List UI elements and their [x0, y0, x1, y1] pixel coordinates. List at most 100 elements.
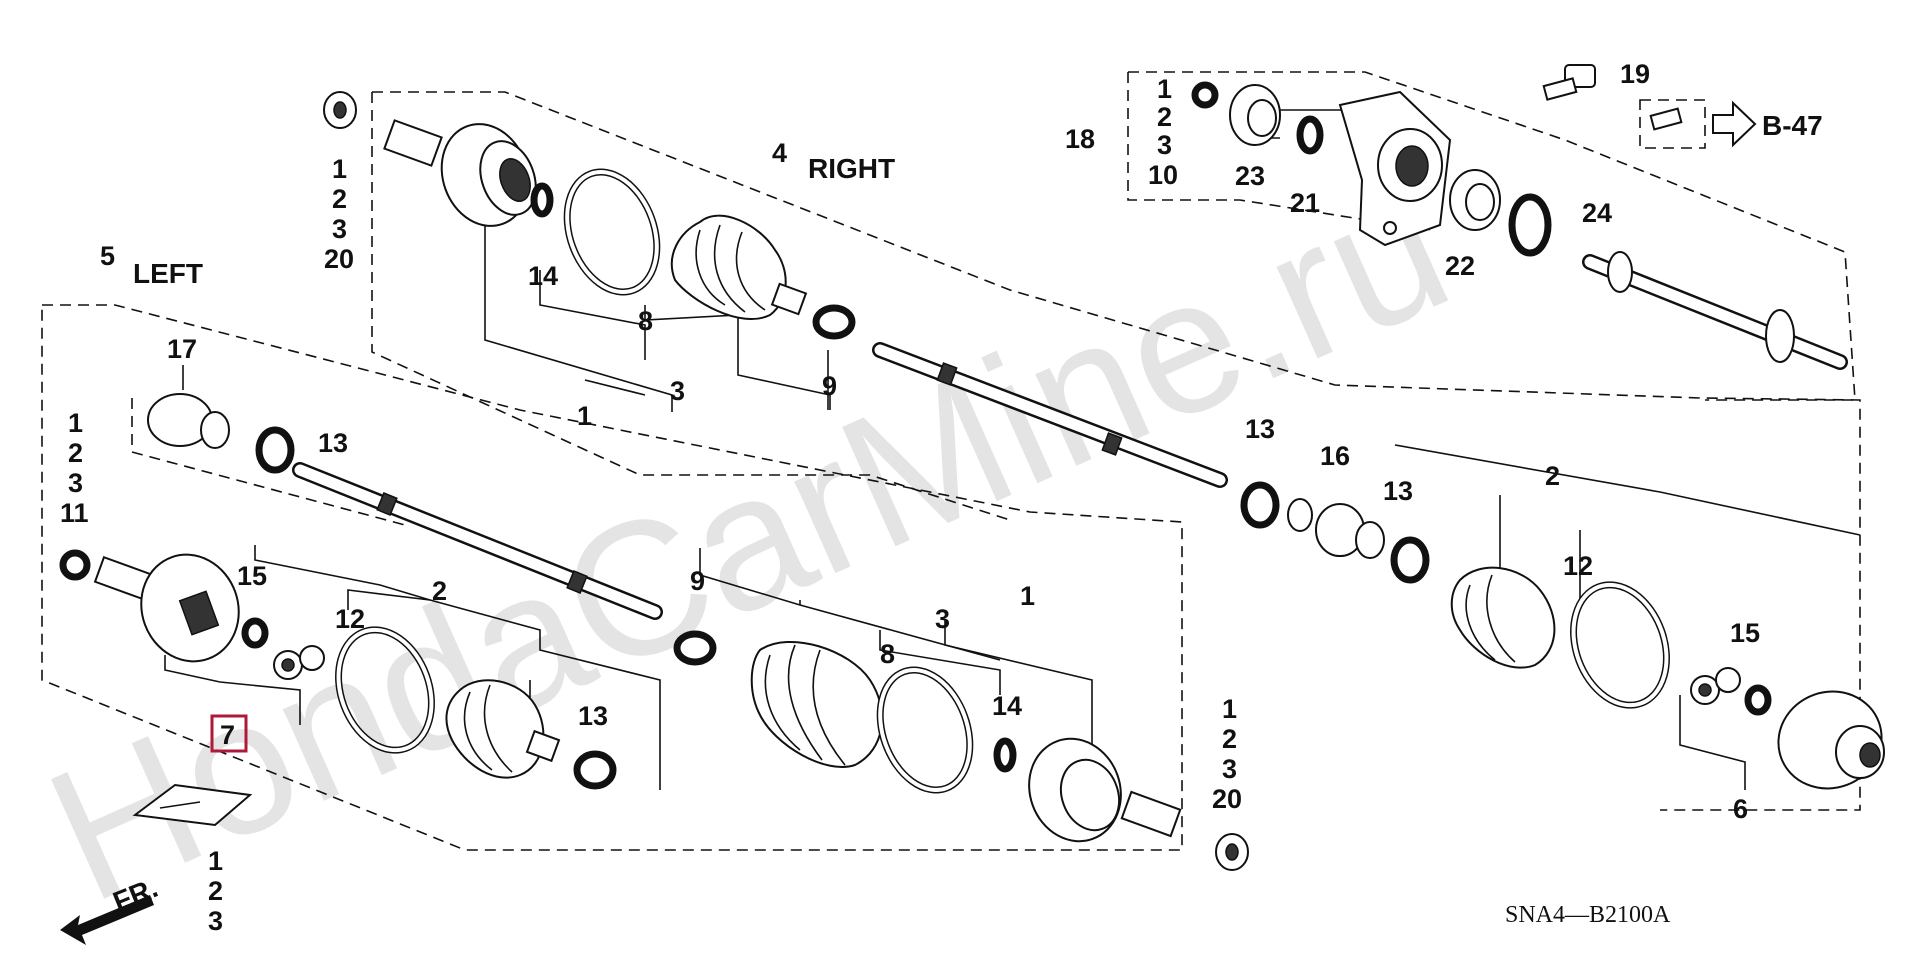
callout-1-right: 1 [577, 401, 592, 431]
svg-text:3: 3 [1222, 754, 1237, 784]
svg-text:2: 2 [208, 876, 223, 906]
callout-13-left-a: 13 [318, 428, 348, 458]
callout-left-ring: 1 2 3 11 [60, 408, 89, 528]
callout-9-right: 9 [822, 371, 837, 401]
svg-text:20: 20 [324, 244, 354, 274]
reference-label: B-47 [1762, 110, 1823, 141]
right-group-number: 4 [772, 138, 787, 168]
nut-top [323, 91, 357, 129]
grease-packet [132, 783, 253, 827]
callout-17: 17 [167, 334, 197, 364]
right-circlip-15 [1744, 684, 1772, 716]
svg-text:2: 2 [1222, 724, 1237, 754]
circlip-21 [1296, 115, 1324, 155]
callout-1-left: 1 [1020, 581, 1035, 611]
left-circlip-15 [241, 617, 269, 649]
callout-13-right-a: 13 [1245, 414, 1275, 444]
left-shaft-inner [131, 398, 406, 526]
right-shaft-outline-left [371, 92, 1011, 521]
callout-12-right: 12 [1563, 551, 1593, 581]
left-inner-boot [445, 679, 561, 779]
callout-16: 16 [1320, 441, 1350, 471]
svg-text:20: 20 [1212, 784, 1242, 814]
right-boot-band-8-inner [565, 169, 659, 295]
left-ring-11 [59, 549, 91, 581]
svg-text:3: 3 [332, 214, 347, 244]
callout-9-left: 9 [690, 566, 705, 596]
callout-15-left: 15 [237, 561, 267, 591]
left-outer-boot [750, 641, 883, 768]
svg-text:1: 1 [208, 846, 223, 876]
left-circlip-14 [993, 737, 1017, 773]
right-outer-cv-joint [383, 119, 537, 227]
intermediate-shaft [1582, 251, 1848, 370]
callout-2-left: 2 [432, 576, 447, 606]
right-boot-band-12-inner [1571, 582, 1669, 708]
right-group-title: RIGHT [808, 153, 895, 184]
left-damper-17 [147, 393, 230, 449]
right-tripod-spider [1690, 667, 1741, 705]
callout-18: 18 [1065, 124, 1095, 154]
nut-bottom [1215, 833, 1249, 871]
svg-text:10: 10 [1148, 160, 1178, 190]
svg-text:1: 1 [332, 154, 347, 184]
right-boot-band-9 [812, 304, 856, 340]
svg-text:2: 2 [68, 438, 83, 468]
right-shaft [872, 342, 1228, 488]
callout-3-left: 3 [935, 604, 950, 634]
callout-8-right: 8 [638, 306, 653, 336]
callout-7-highlight[interactable] [210, 714, 248, 753]
callout-7[interactable]: 7 [220, 720, 235, 750]
svg-text:2: 2 [332, 184, 347, 214]
callout-15-right: 15 [1730, 618, 1760, 648]
svg-text:1: 1 [68, 408, 83, 438]
right-circlip-14 [530, 182, 554, 218]
callout-14-left: 14 [992, 691, 1022, 721]
diagram-code: SNA4—B2100A [1505, 902, 1671, 928]
right-inner-boot [1450, 566, 1556, 669]
callout-2-right: 2 [1545, 461, 1560, 491]
callout-6: 6 [1733, 794, 1748, 824]
callout-8-left: 8 [880, 639, 895, 669]
left-outer-cv-joint [1028, 737, 1182, 843]
callout-3-right: 3 [670, 376, 685, 406]
right-outer-boot [670, 214, 808, 321]
callout-12-left: 12 [335, 604, 365, 634]
right-inner-clamp-13b [1390, 536, 1430, 584]
callout-21: 21 [1290, 188, 1320, 218]
left-inboard-joint [93, 553, 240, 663]
left-clamp-13a [255, 426, 295, 474]
callout-nut-top: 1 2 3 20 [324, 154, 354, 274]
bearing-23 [1229, 84, 1281, 146]
callout-22: 22 [1445, 251, 1475, 281]
left-group-number: 5 [100, 241, 115, 271]
callout-nut-bottom: 1 2 3 20 [1212, 694, 1242, 814]
callout-14-right: 14 [528, 261, 558, 291]
left-shaft-outline [41, 304, 1183, 851]
svg-text:1: 1 [1222, 694, 1237, 724]
left-group-title: LEFT [133, 258, 203, 289]
left-clamp-9 [673, 630, 717, 666]
left-clamp-13b [573, 750, 617, 790]
svg-text:3: 3 [208, 906, 223, 936]
callout-23: 23 [1235, 161, 1265, 191]
callout-24: 24 [1582, 198, 1612, 228]
left-shaft [292, 462, 663, 620]
svg-text:2: 2 [1157, 102, 1172, 132]
bearing-22 [1449, 169, 1501, 231]
svg-text:3: 3 [68, 468, 83, 498]
callout-13-right-b: 13 [1383, 476, 1413, 506]
left-tripod-spider [273, 645, 325, 680]
right-damper-16 [1287, 498, 1385, 559]
right-inboard-joint-6 [1777, 690, 1885, 790]
callout-grease: 1 2 3 [208, 846, 223, 936]
bolt-reference [1639, 99, 1757, 149]
bearing-group-outline-left [1127, 72, 1431, 231]
svg-text:3: 3 [1157, 130, 1172, 160]
bolt-19 [1542, 64, 1596, 101]
left-boot-band-12-inner [336, 627, 434, 753]
right-inner-clamp-13 [1240, 481, 1280, 529]
left-boot-band-8-inner [878, 667, 972, 793]
bearing-group-outline [1128, 71, 1856, 401]
svg-text:11: 11 [60, 498, 89, 528]
